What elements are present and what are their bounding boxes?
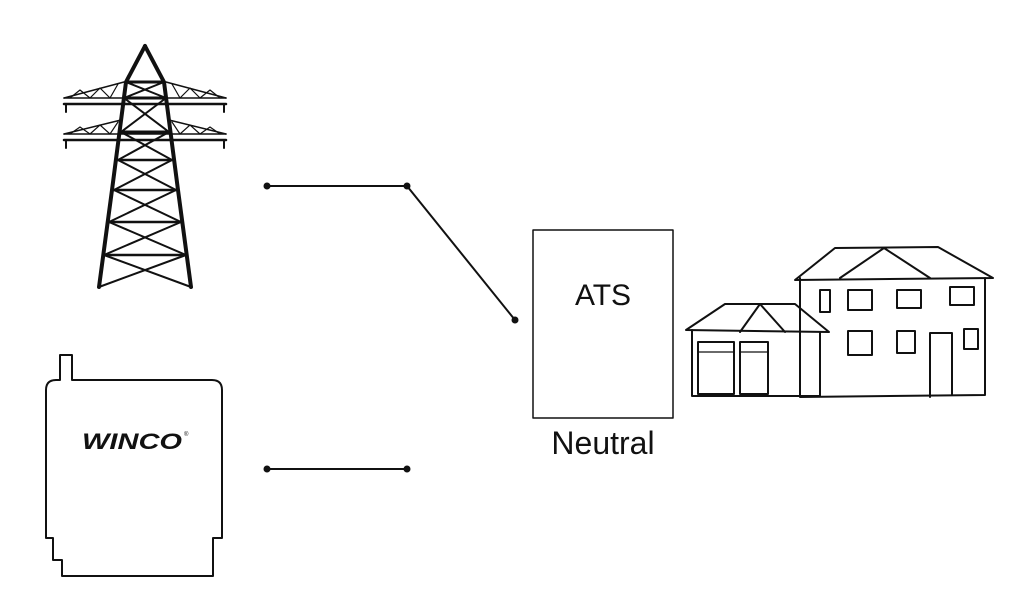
registered-mark: ® — [184, 431, 189, 438]
utility-line — [263, 182, 411, 190]
transmission-tower-icon — [62, 44, 228, 289]
transfer-switch-arm — [406, 185, 519, 324]
ats-box: ATS — [532, 229, 674, 419]
generator-contact-right — [403, 465, 411, 473]
generator-brand-logo: WINCO — [82, 429, 182, 454]
generator-icon: WINCO ® — [45, 354, 223, 577]
generator-line — [263, 465, 411, 473]
switch-pivot-contact — [511, 316, 519, 324]
generator-contact-left — [263, 465, 271, 473]
switch-state-label: Neutral — [551, 425, 654, 461]
ats-label: ATS — [575, 279, 631, 312]
utility-contact-left — [263, 182, 271, 190]
house-with-garage-icon — [685, 246, 994, 398]
